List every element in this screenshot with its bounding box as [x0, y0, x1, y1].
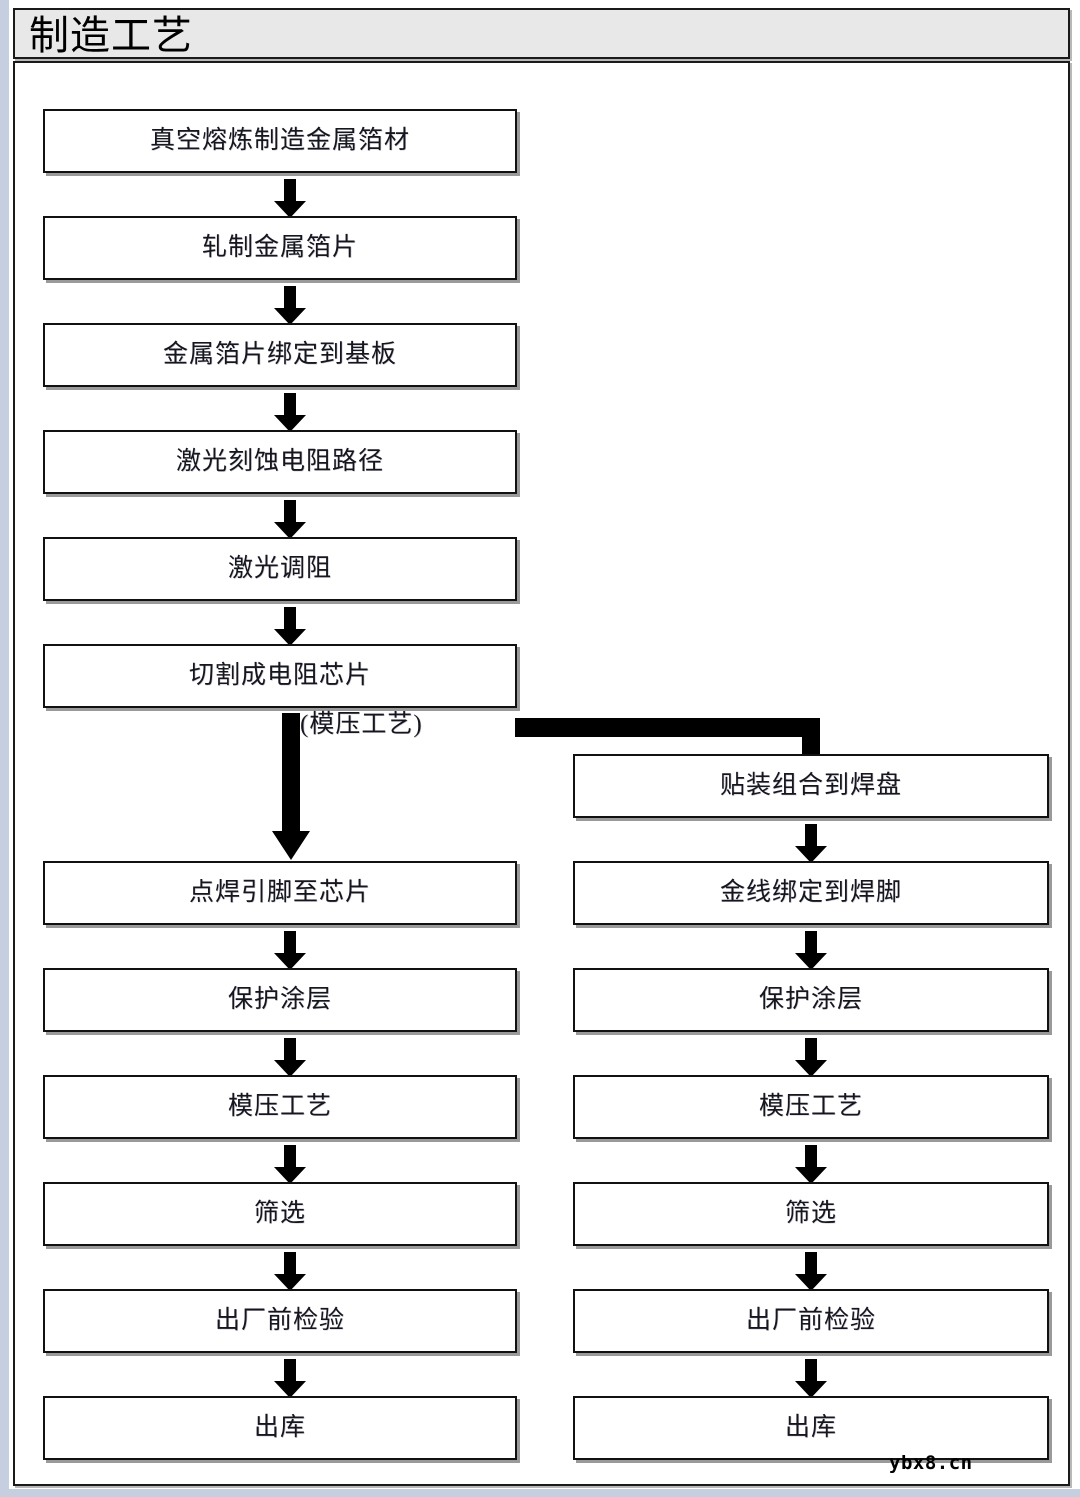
flow-node-label: 出库	[253, 1414, 306, 1441]
flow-node-vacuum-melting[interactable]: 真空熔炼制造金属箔材	[43, 109, 517, 173]
flow-node-label: 真空熔炼制造金属箔材	[149, 127, 410, 154]
flow-node-right-final-inspection[interactable]: 出厂前检验	[573, 1289, 1049, 1353]
flowchart-canvas: 真空熔炼制造金属箔材 轧制金属箔片 金属箔片绑定到基板 激光刻蚀电阻路径 激光调…	[13, 61, 1070, 1486]
flow-node-label: 模压工艺	[758, 1093, 863, 1120]
flow-node-right-molding-process[interactable]: 模压工艺	[573, 1075, 1049, 1139]
arrow-down-icon	[794, 1252, 828, 1292]
branch-caption-molding-process: (模压工艺)	[300, 711, 423, 738]
flow-node-left-protective-coating[interactable]: 保护涂层	[43, 968, 517, 1032]
arrow-down-icon	[794, 1145, 828, 1185]
flow-node-label: 模压工艺	[227, 1093, 332, 1120]
arrow-down-icon	[273, 500, 307, 540]
flow-node-right-shipment[interactable]: 出库	[573, 1396, 1049, 1460]
flow-node-label: 金属箔片绑定到基板	[162, 341, 397, 368]
flow-node-right-protective-coating[interactable]: 保护涂层	[573, 968, 1049, 1032]
connector-elbow-to-smd-branch	[515, 706, 845, 816]
flow-node-label: 切割成电阻芯片	[188, 662, 371, 689]
flow-node-label: 出库	[784, 1414, 837, 1441]
diagram-frame: 制造工艺 真空熔炼制造金属箔材 轧制金属箔片 金属箔片绑定到基板 激光刻蚀电阻路…	[13, 8, 1070, 1486]
flow-node-bond-foil-substrate[interactable]: 金属箔片绑定到基板	[43, 323, 517, 387]
flow-node-label: 筛选	[253, 1200, 306, 1227]
flow-node-label: 筛选	[784, 1200, 837, 1227]
arrow-down-icon	[273, 1038, 307, 1078]
flow-node-left-shipment[interactable]: 出库	[43, 1396, 517, 1460]
flow-node-label: 点焊引脚至芯片	[188, 879, 371, 906]
watermark: ybx8.cn	[889, 1452, 973, 1474]
flow-node-label: 激光刻蚀电阻路径	[175, 448, 384, 475]
flow-node-right-gold-wire-bond[interactable]: 金线绑定到焊脚	[573, 861, 1049, 925]
arrow-down-icon	[273, 1145, 307, 1185]
flow-node-left-final-inspection[interactable]: 出厂前检验	[43, 1289, 517, 1353]
flow-node-right-screening[interactable]: 筛选	[573, 1182, 1049, 1246]
flow-node-label: 贴装组合到焊盘	[719, 772, 902, 799]
arrow-down-icon	[273, 179, 307, 219]
flow-node-label: 保护涂层	[758, 986, 863, 1013]
arrow-down-icon	[273, 607, 307, 647]
arrow-down-icon	[273, 931, 307, 971]
flow-node-label: 保护涂层	[227, 986, 332, 1013]
flow-node-right-mount-to-pad[interactable]: 贴装组合到焊盘	[573, 754, 1049, 818]
arrow-down-icon	[794, 824, 828, 864]
flow-node-label: 出厂前检验	[214, 1307, 345, 1334]
flow-node-laser-trim[interactable]: 激光调阻	[43, 537, 517, 601]
title-bar: 制造工艺	[13, 8, 1070, 59]
arrow-down-icon	[273, 393, 307, 433]
flow-node-dice-resistor-chip[interactable]: 切割成电阻芯片	[43, 644, 517, 708]
arrow-down-icon	[273, 286, 307, 326]
flow-node-left-molding-process[interactable]: 模压工艺	[43, 1075, 517, 1139]
arrow-down-long-icon	[271, 713, 311, 861]
page-title: 制造工艺	[29, 13, 193, 58]
flow-node-label: 激光调阻	[227, 555, 332, 582]
arrow-down-icon	[273, 1359, 307, 1399]
page-gutter-left	[0, 0, 9, 1497]
flow-node-label: 出厂前检验	[745, 1307, 876, 1334]
arrow-down-icon	[273, 1252, 307, 1292]
flow-node-laser-etch-path[interactable]: 激光刻蚀电阻路径	[43, 430, 517, 494]
arrow-down-icon	[794, 1038, 828, 1078]
flow-node-left-screening[interactable]: 筛选	[43, 1182, 517, 1246]
page-gutter-bottom	[0, 1489, 1080, 1497]
flow-node-left-spot-weld-leads[interactable]: 点焊引脚至芯片	[43, 861, 517, 925]
flow-node-rolling-foil[interactable]: 轧制金属箔片	[43, 216, 517, 280]
flow-node-label: 轧制金属箔片	[201, 234, 358, 261]
arrow-down-icon	[794, 1359, 828, 1399]
arrow-down-icon	[794, 931, 828, 971]
flow-node-label: 金线绑定到焊脚	[719, 879, 902, 906]
